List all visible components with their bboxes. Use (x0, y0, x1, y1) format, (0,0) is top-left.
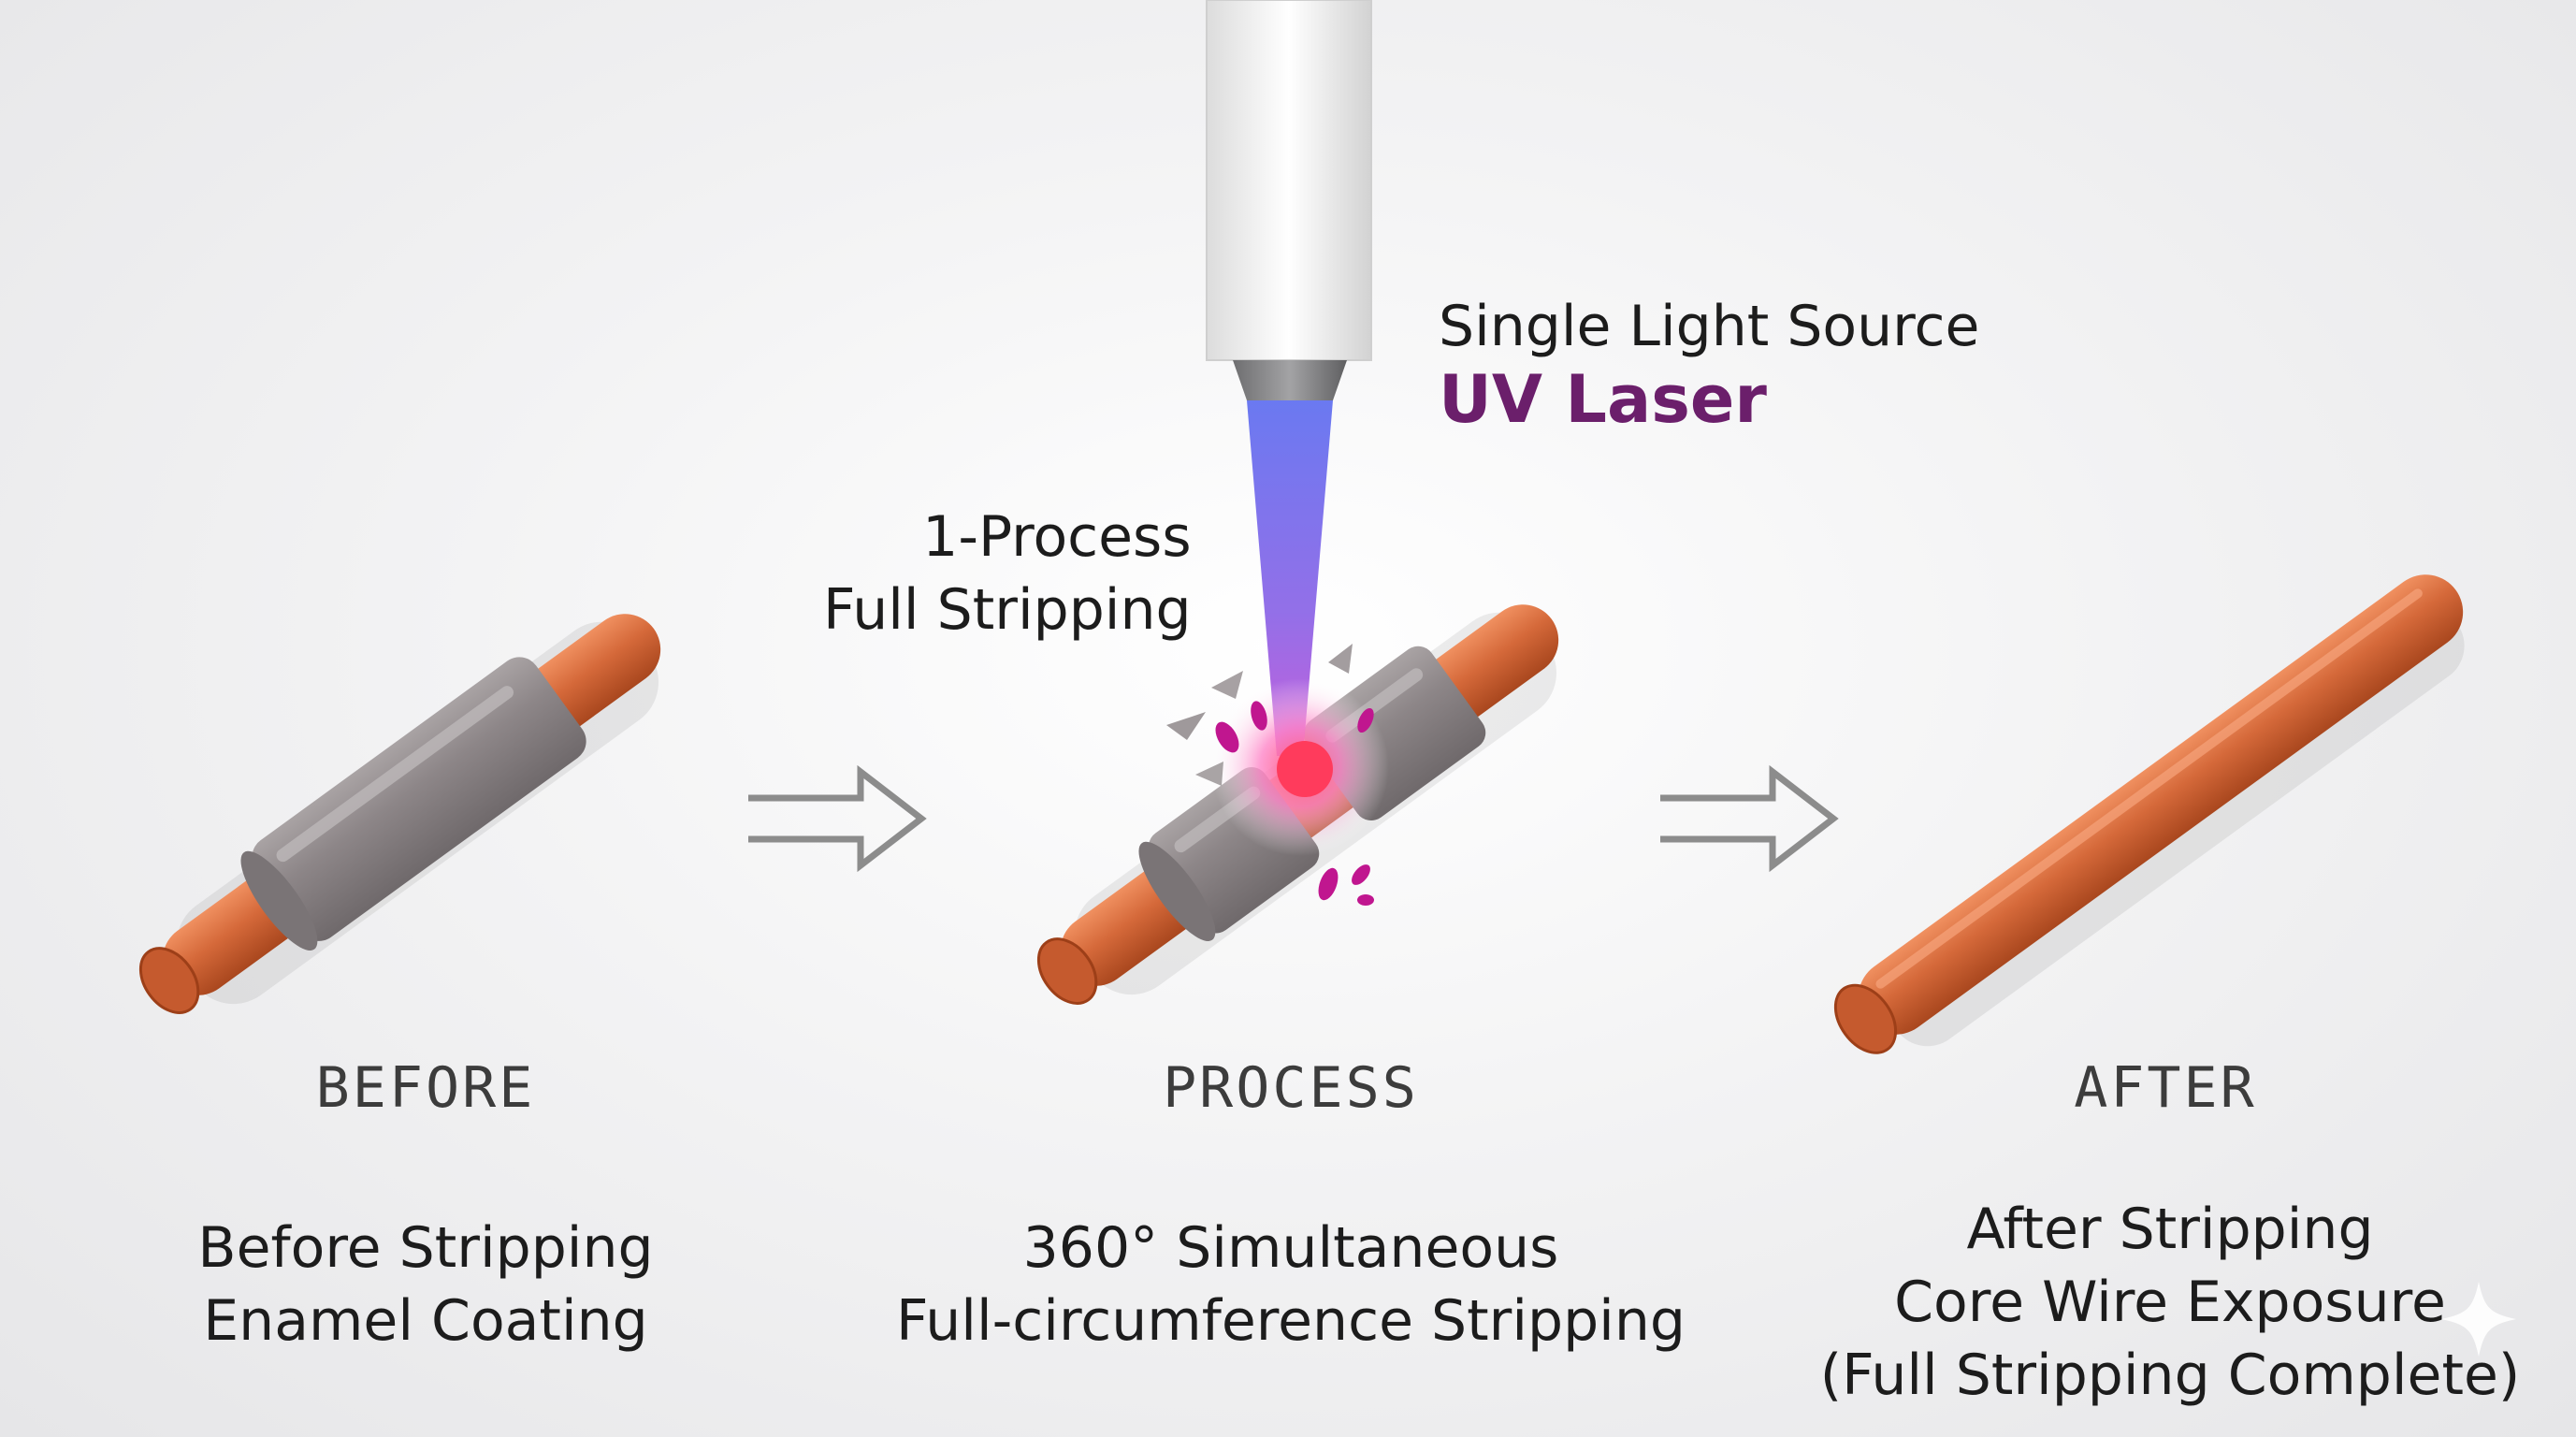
ablation-sparks (1166, 644, 1389, 906)
laser-source-line1: Single Light Source (1439, 294, 1980, 359)
stage-desc-line: Before Stripping (197, 1215, 654, 1281)
stage-desc-line: Full-circumference Stripping (896, 1288, 1686, 1354)
laser-head (1206, 0, 1372, 400)
stage-title-before: BEFORE (315, 1055, 536, 1121)
process-note-label: 1-Process Full Stripping (823, 501, 1192, 646)
stage-desc-after: After Stripping Core Wire Exposure (Full… (1787, 1193, 2554, 1412)
arrow-right-icon (748, 764, 927, 873)
after-wire (1833, 574, 2465, 1054)
stage-desc-line: Core Wire Exposure (1894, 1270, 2446, 1335)
stage-title-process: PROCESS (1163, 1055, 1419, 1121)
stage-title-after: AFTER (2074, 1055, 2257, 1121)
process-note-line2: Full Stripping (823, 577, 1192, 643)
process-note-line1: 1-Process (922, 504, 1192, 570)
copper-core (1858, 574, 2464, 1035)
stage-desc-before: Before Stripping Enamel Coating (98, 1212, 753, 1357)
arrow-right-icon (1660, 764, 1839, 873)
stage-desc-line: Enamel Coating (203, 1288, 648, 1354)
sparkle-icon (2441, 1282, 2516, 1357)
before-wire (138, 614, 661, 1014)
laser-nozzle (1233, 360, 1347, 400)
laser-type-label: UV Laser (1439, 361, 1767, 438)
laser-source-label: Single Light Source UV Laser (1439, 290, 1979, 436)
stage-desc-line: 360° Simultaneous (1022, 1215, 1559, 1281)
enamel-coating (252, 657, 586, 941)
stage-desc-process: 360° Simultaneous Full-circumference Str… (870, 1212, 1712, 1357)
stage-desc-line: (Full Stripping Complete) (1819, 1343, 2521, 1408)
uv-laser-beam (1247, 400, 1333, 756)
stage-desc-line: After Stripping (1966, 1197, 2374, 1262)
